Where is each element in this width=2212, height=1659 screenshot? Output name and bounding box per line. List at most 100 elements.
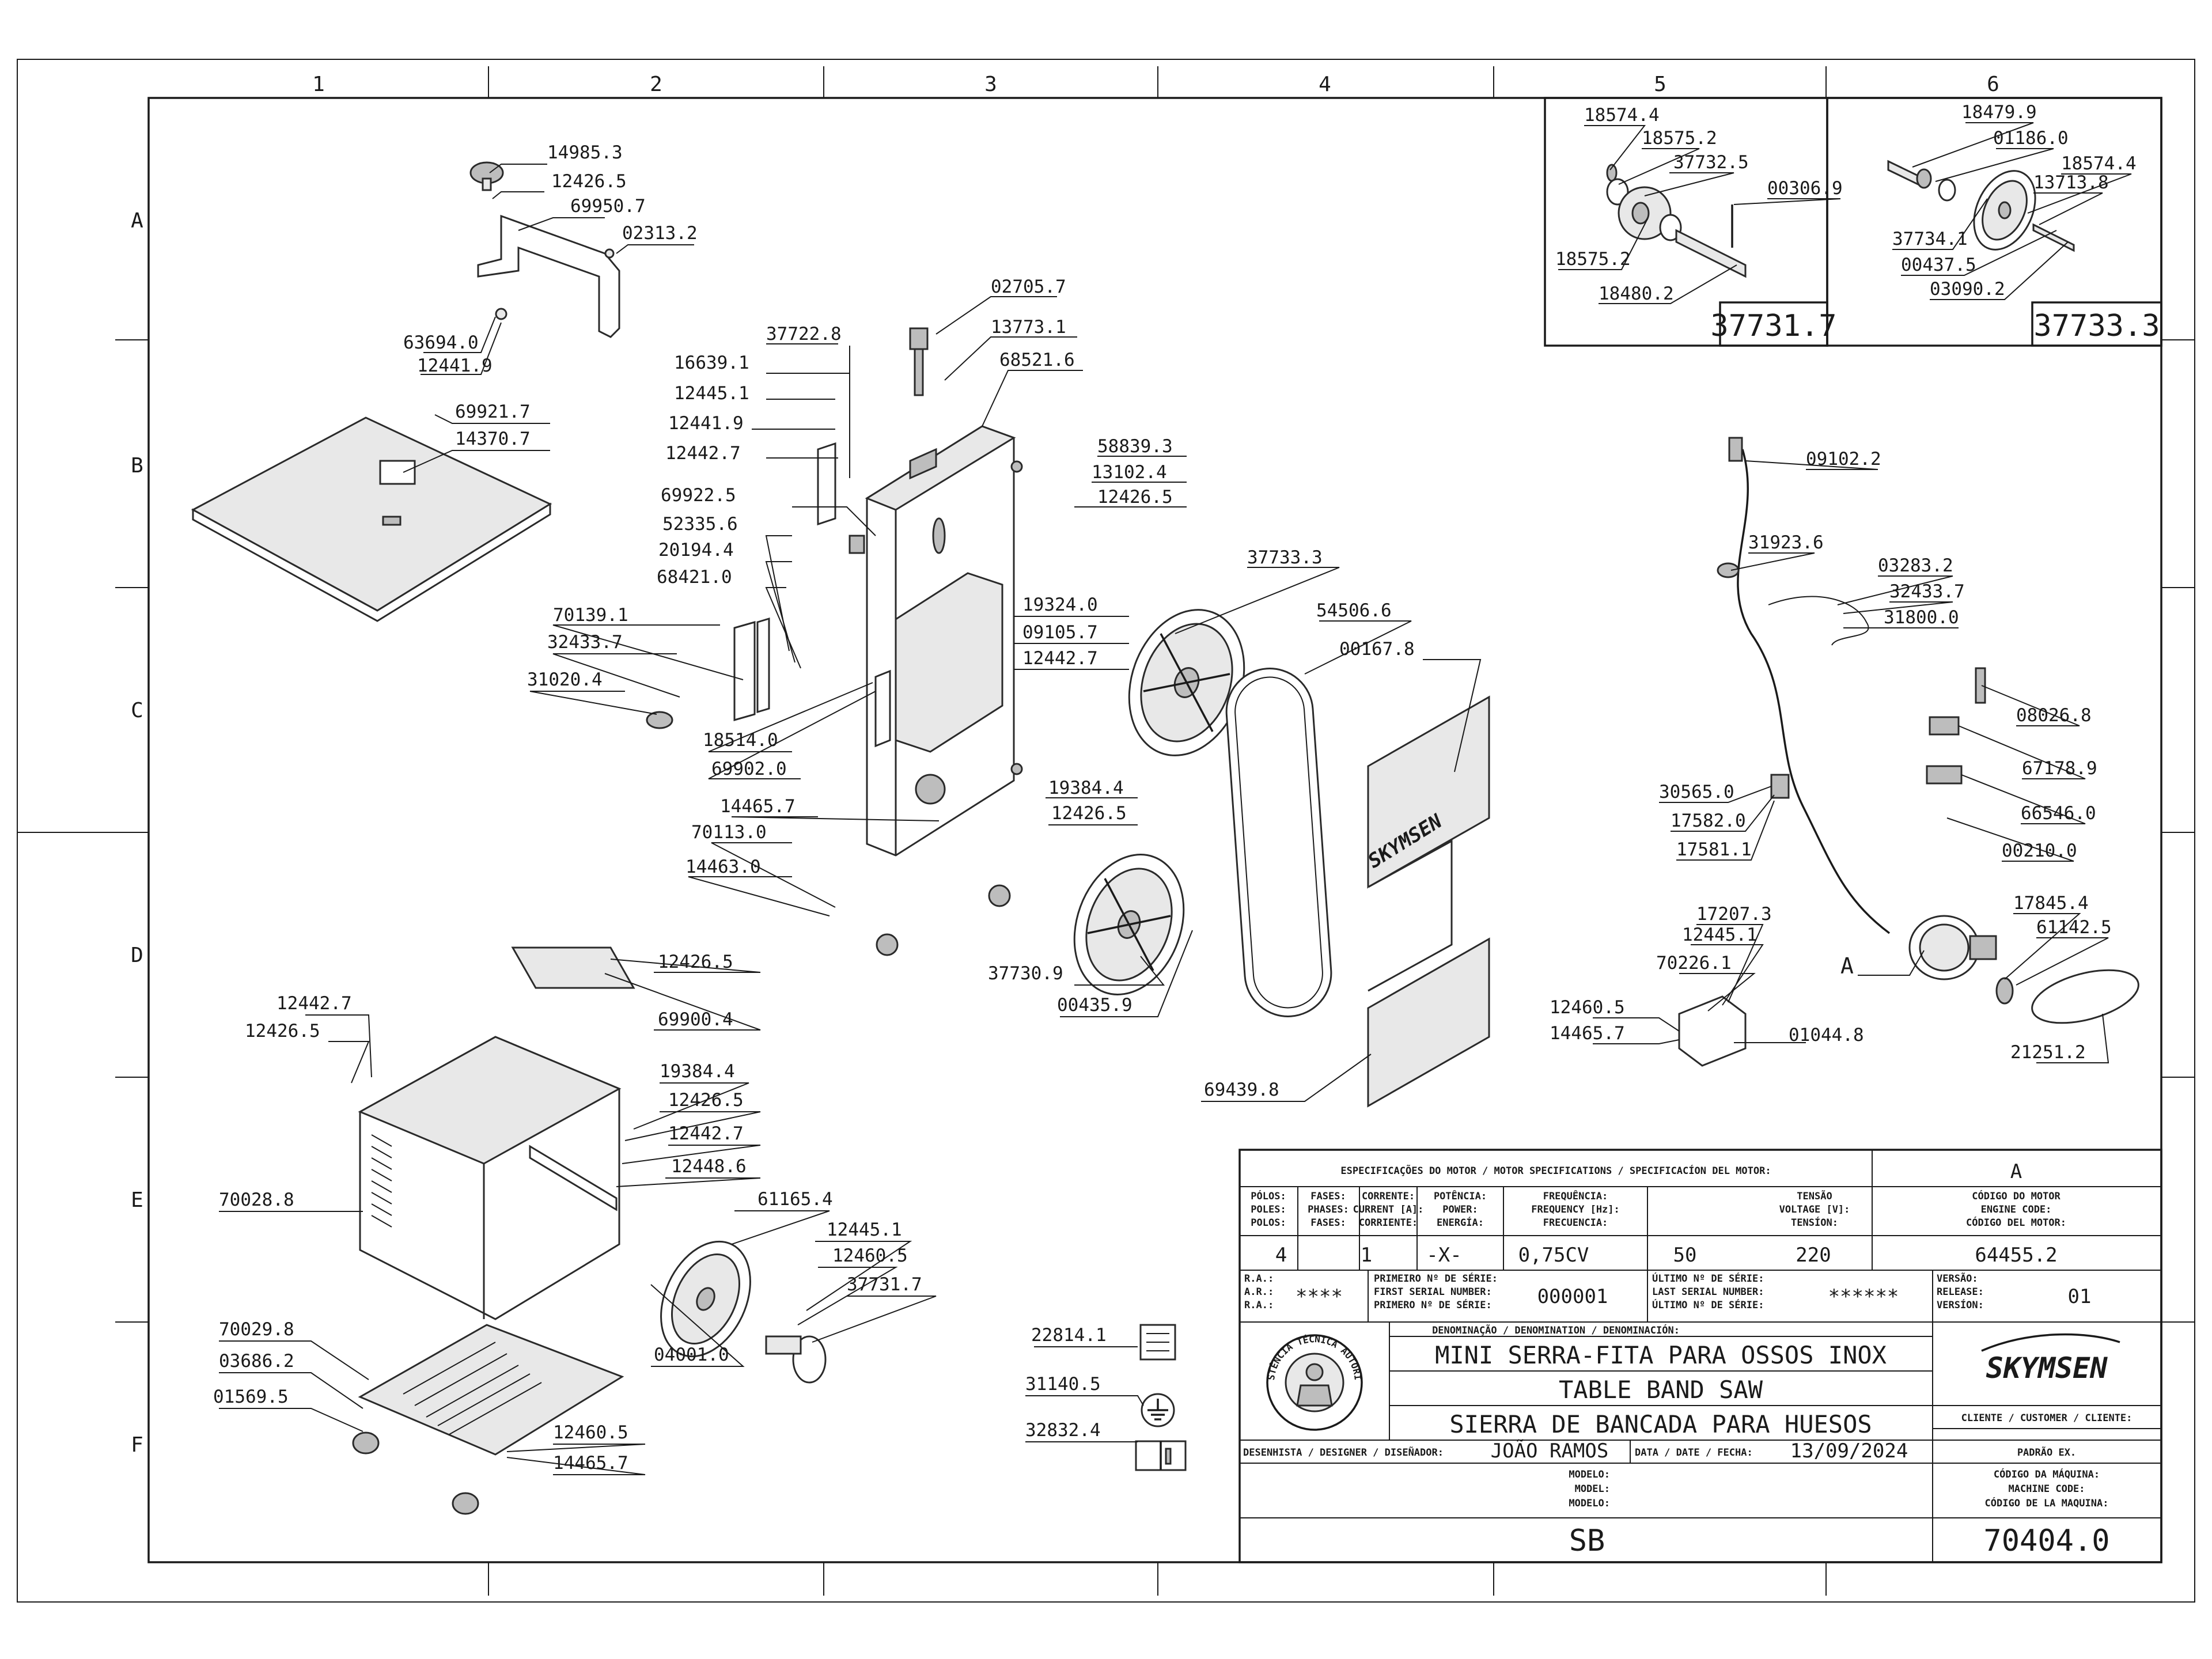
value-client: PADRÃO EX. (2017, 1445, 2076, 1459)
label-first-serial-pt: PRIMEIRO Nº DE SÉRIE: (1374, 1272, 1498, 1285)
name-english: TABLE BAND SAW (1559, 1376, 1763, 1404)
callout-16639-1: 16639.1 (674, 353, 749, 373)
upper-frame-body (646, 327, 1023, 956)
callout-37733-3-a: 37733.3 (1247, 547, 1323, 568)
value-last-serial: ****** (1828, 1285, 1899, 1308)
grid-row-e: E (131, 1188, 143, 1212)
callout-31140-5: 31140.5 (1025, 1374, 1101, 1395)
callout-02313-2: 02313.2 (622, 223, 698, 244)
header-phases-es: FASES: (1310, 1217, 1346, 1229)
callout-17207-3: 17207.3 (1696, 904, 1772, 925)
callout-67178-9: 67178.9 (2022, 758, 2097, 779)
callout-14465-7-a: 14465.7 (720, 796, 796, 817)
callout-04001-0: 04001.0 (654, 1344, 729, 1365)
callout-00306-9: 00306.9 (1767, 178, 1843, 199)
header-power-en: POWER: (1442, 1204, 1478, 1215)
inset-1-code-box (1719, 301, 1828, 347)
callout-12442-7-b: 12442.7 (1022, 648, 1098, 669)
callout-01569-5: 01569.5 (213, 1387, 289, 1407)
callout-68521-6: 68521.6 (999, 350, 1075, 370)
callout-01186-0: 01186.0 (1993, 128, 2069, 149)
ground-symbol-icon (1141, 1393, 1175, 1427)
callout-12445-1-c: 12445.1 (1682, 925, 1758, 945)
label-machine-code-es: CÓDIGO DE LA MAQUINA: (1985, 1497, 2109, 1509)
value-current: -X- (1426, 1244, 1461, 1267)
callout-02705-7: 02705.7 (991, 276, 1066, 297)
callout-32433-7-b: 32433.7 (1889, 581, 1965, 602)
callout-70029-8: 70029.8 (219, 1319, 294, 1340)
callout-70028-8: 70028.8 (219, 1190, 294, 1210)
label-last-serial-en: LAST SERIAL NUMBER: (1652, 1286, 1764, 1298)
callout-09102-2: 09102.2 (1806, 449, 1881, 469)
grid-col-5: 5 (1654, 73, 1666, 96)
callout-18574-4-b: 18574.4 (2061, 153, 2137, 174)
header-poles-en: POLES: (1251, 1204, 1286, 1215)
value-power: 0,75CV (1518, 1244, 1589, 1267)
callout-12441-9-b: 12441.9 (668, 413, 744, 434)
callout-68421-0: 68421.0 (657, 567, 732, 588)
header-freq-en: FREQUENCY [Hz]: (1531, 1204, 1620, 1215)
callout-37734-1: 37734.1 (1892, 229, 1968, 249)
callout-58839-3: 58839.3 (1097, 436, 1173, 457)
inner-frame (147, 97, 2162, 1563)
value-voltage: 220 (1796, 1244, 1831, 1267)
callout-19324-0: 19324.0 (1022, 594, 1098, 615)
callout-70226-1: 70226.1 (1656, 953, 1732, 974)
header-engine-code-pt: CÓDIGO DO MOTOR (1972, 1190, 2061, 1202)
callout-12460-5-b: 12460.5 (553, 1422, 628, 1443)
callout-03090-2: 03090.2 (1930, 279, 2005, 300)
callout-12441-9-a: 12441.9 (417, 355, 493, 376)
inset-1-code: 37731.7 (1710, 309, 1836, 343)
header-voltage-en: VOLTAGE [V]: (1779, 1204, 1850, 1215)
callout-32433-7-a: 32433.7 (547, 632, 623, 653)
grid-col-4: 4 (1319, 73, 1331, 96)
value-first-serial: 000001 (1537, 1285, 1608, 1308)
callout-14463-0: 14463.0 (685, 857, 761, 877)
callout-12426-5-a: 12426.5 (551, 171, 627, 192)
callout-12460-5-a: 12460.5 (832, 1245, 908, 1266)
callout-12426-5-c: 12426.5 (1051, 803, 1127, 824)
inset-2-code: 37733.3 (2033, 309, 2160, 343)
header-voltage-es: TENSÍON: (1791, 1216, 1838, 1229)
grid-lines (17, 66, 2195, 1596)
inset-detail-2 (1826, 97, 2162, 347)
callout-70139-1: 70139.1 (553, 605, 628, 626)
grid-row-b: B (131, 454, 143, 478)
header-power-pt: POTÊNCIA: (1434, 1190, 1487, 1202)
callout-19384-4-a: 19384.4 (1048, 778, 1124, 798)
value-designer: JOÃO RAMOS (1491, 1440, 1609, 1463)
grid-row-d: D (131, 944, 143, 967)
callout-14370-7: 14370.7 (455, 429, 531, 449)
inset-1-parts (1606, 164, 1747, 278)
callout-70113-0: 70113.0 (691, 822, 767, 843)
header-engine-code-en: ENGINE CODE: (1981, 1204, 2052, 1215)
callout-69439-8: 69439.8 (1204, 1080, 1279, 1100)
skymsen-logo: SKYMSEN (1986, 1351, 2108, 1385)
label-version-es: VERSÍON: (1937, 1298, 1984, 1311)
header-voltage-pt: TENSÃO (1797, 1189, 1832, 1202)
callout-17582-0: 17582.0 (1671, 810, 1746, 831)
grid-row-c: C (131, 699, 143, 722)
grid-row-a: A (131, 209, 143, 233)
label-last-serial-es: ÚLTIMO Nº DE SÉRIE: (1652, 1298, 1764, 1311)
value-version: 01 (2068, 1285, 2092, 1308)
header-current-en: CURRENT [A]: (1353, 1204, 1424, 1215)
label-ra-es: R.A.: (1244, 1300, 1274, 1311)
header-current-es: CORRIENTE: (1359, 1217, 1418, 1229)
callout-52335-6: 52335.6 (662, 514, 738, 535)
name-portuguese: MINI SERRA-FITA PARA OSSOS INOX (1435, 1341, 1887, 1369)
callout-20194-4: 20194.4 (658, 540, 734, 560)
callout-00435-9: 00435.9 (1057, 995, 1132, 1016)
header-power-es: ENERGÍA: (1437, 1216, 1484, 1229)
value-frequency: 50 (1673, 1244, 1697, 1267)
callout-21251-2: 21251.2 (2010, 1042, 2086, 1063)
callout-01044-8: 01044.8 (1789, 1025, 1864, 1046)
callout-12442-7-a: 12442.7 (665, 443, 741, 464)
callout-18575-2-b: 18575.2 (1555, 249, 1631, 270)
callout-69921-7: 69921.7 (455, 402, 531, 422)
outer-frame (17, 59, 2195, 1603)
grid-col-3: 3 (984, 73, 997, 96)
drive-pulley-assembly (660, 1240, 827, 1384)
part-callouts: 14985.3 12426.5 69950.7 02313.2 63694.0 … (213, 102, 2137, 1474)
